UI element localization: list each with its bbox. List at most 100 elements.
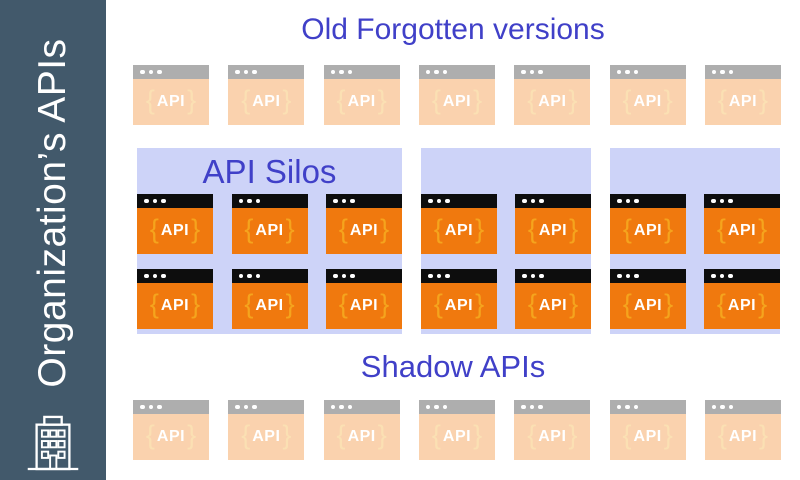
window-dot (157, 69, 162, 75)
api-window: {API} (515, 194, 591, 254)
window-titlebar (133, 65, 209, 79)
brace-left: { (527, 419, 537, 450)
api-logo: {API} (421, 208, 497, 254)
window-dot (442, 69, 448, 75)
api-logo: {API} (704, 283, 780, 329)
api-silo-1: API Silos {API}{API}{API}{API}{API}{API} (137, 148, 402, 334)
window-dot (347, 404, 353, 410)
window-titlebar (704, 65, 781, 79)
window-titlebar (326, 194, 402, 208)
brace-left: { (241, 419, 251, 450)
window-dot (428, 198, 433, 204)
api-label: API (349, 297, 379, 314)
window-dot (616, 69, 622, 75)
window-dot (521, 69, 526, 75)
brace-left: { (336, 419, 346, 450)
api-window-faded: {API} (514, 400, 591, 460)
window-dot (148, 69, 153, 75)
silo-1-grid: {API}{API}{API}{API}{API}{API} (137, 194, 402, 329)
api-window-faded: {API} (133, 65, 209, 125)
api-logo: {API} (418, 79, 495, 125)
brace-right: } (475, 288, 485, 319)
api-label: API (160, 297, 190, 314)
window-dot (247, 198, 252, 204)
brace-left: { (622, 84, 632, 115)
api-logo: {API} (228, 79, 305, 125)
window-titlebar (137, 269, 213, 283)
window-dot (144, 273, 149, 279)
api-logo: {API} (610, 208, 686, 254)
brace-left: { (716, 213, 726, 244)
window-dot (711, 273, 716, 279)
brace-right: } (568, 84, 578, 115)
api-window: {API} (231, 194, 308, 254)
window-dot (330, 404, 336, 410)
silo-2-grid: {API}{API}{API}{API} (421, 194, 591, 329)
window-titlebar (418, 65, 495, 79)
api-logo: {API} (133, 79, 209, 125)
api-silos-section: API Silos {API}{API}{API}{API}{API}{API}… (137, 148, 780, 334)
api-window: {API} (610, 269, 686, 329)
api-label: API (347, 93, 376, 110)
brace-right: } (282, 84, 292, 115)
window-dot (634, 273, 639, 279)
window-titlebar (704, 400, 781, 414)
window-dot (243, 404, 249, 410)
window-dot (339, 404, 344, 410)
api-label: API (349, 222, 379, 239)
window-dot (539, 273, 544, 279)
window-dot (434, 69, 439, 75)
api-window-faded: {API} (514, 65, 591, 125)
window-dot (428, 273, 433, 279)
window-titlebar (228, 65, 305, 79)
brace-right: } (663, 419, 673, 450)
brace-right: } (568, 419, 578, 450)
window-dot (530, 273, 535, 279)
api-label: API (633, 93, 662, 110)
window-titlebar (323, 400, 400, 414)
api-logo: {API} (704, 208, 780, 254)
brace-left: { (717, 84, 727, 115)
api-logo: {API} (228, 414, 305, 460)
api-logo: {API} (323, 79, 400, 125)
brace-right: } (377, 419, 387, 450)
window-dot (529, 69, 535, 75)
window-dot (333, 198, 338, 204)
window-dot (347, 69, 353, 75)
api-logo: {API} (704, 79, 781, 125)
brace-left: { (149, 288, 159, 319)
brace-right: } (475, 213, 485, 244)
window-titlebar (704, 269, 780, 283)
window-dot (436, 273, 441, 279)
api-logo: {API} (514, 79, 591, 125)
window-dot (625, 273, 630, 279)
api-window: {API} (610, 194, 686, 254)
window-titlebar (704, 194, 780, 208)
sidebar: Organization’s APIs (0, 0, 106, 480)
api-logo: {API} (609, 414, 686, 460)
brace-right: } (663, 84, 673, 115)
api-window: {API} (515, 269, 591, 329)
brace-right: } (191, 288, 201, 319)
api-label: API (633, 428, 662, 445)
window-dot (522, 198, 527, 204)
brace-left: { (716, 288, 726, 319)
api-logo: {API} (515, 283, 591, 329)
window-dot (617, 273, 622, 279)
window-dot (522, 273, 527, 279)
window-dot (152, 198, 157, 204)
window-dot (634, 198, 639, 204)
api-label: API (538, 93, 567, 110)
brace-left: { (622, 419, 632, 450)
api-window: {API} (704, 269, 780, 329)
api-logo: {API} (514, 414, 591, 460)
window-titlebar (609, 400, 686, 414)
window-dot (140, 69, 145, 75)
brace-left: { (527, 288, 537, 319)
window-dot (238, 198, 243, 204)
brace-right: } (380, 213, 390, 244)
window-dot (625, 404, 630, 410)
window-titlebar (137, 194, 213, 208)
window-titlebar (326, 269, 402, 283)
